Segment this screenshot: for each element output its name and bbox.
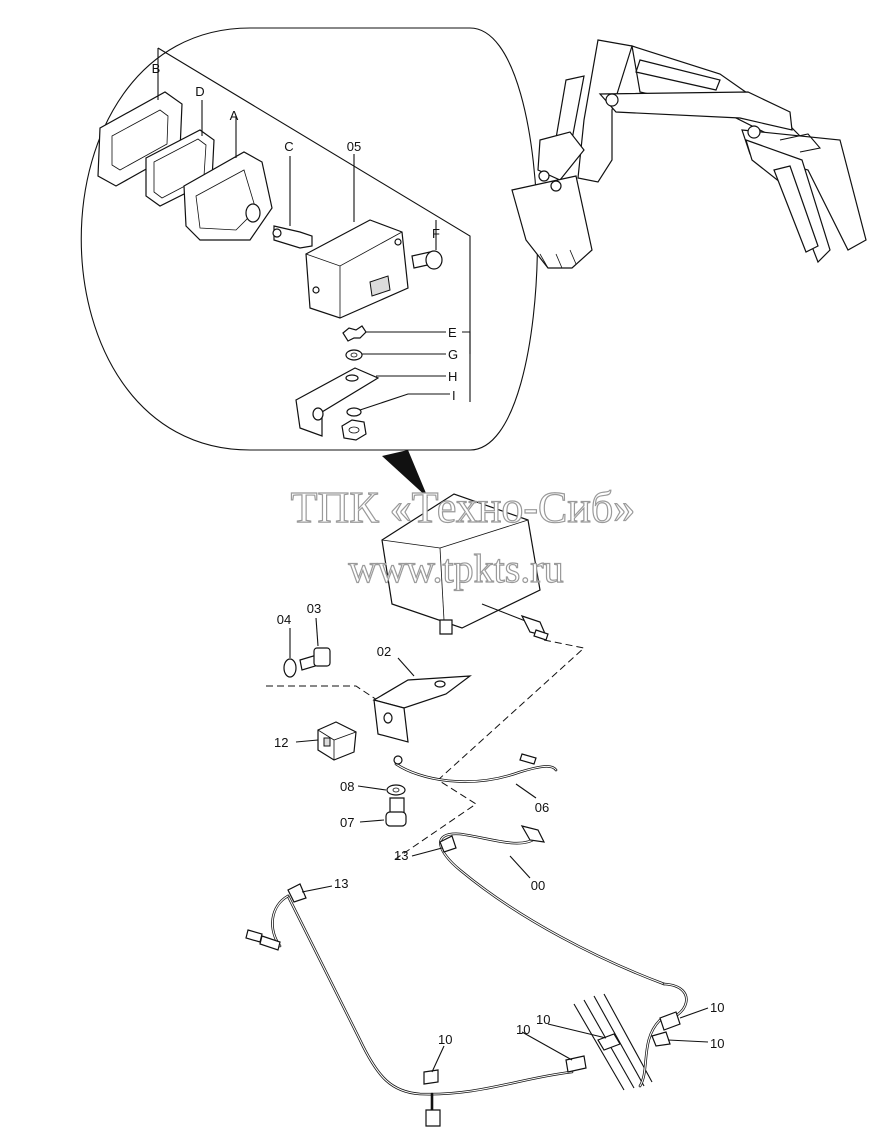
callout-05: 05 [347, 139, 361, 154]
lamp-bracket-h [295, 367, 380, 437]
detail-bubble [80, 27, 538, 498]
watermark-url: www.tpkts.ru [348, 546, 563, 591]
callout-13-upper: 13 [394, 848, 408, 863]
callout-12: 12 [274, 735, 288, 750]
harness-00 [439, 825, 666, 986]
callout-07: 07 [340, 815, 354, 830]
lamp-nut [341, 419, 367, 441]
callout-08: 08 [340, 779, 354, 794]
callout-10-right-upper: 10 [710, 1000, 724, 1015]
lamp-lens-a [183, 151, 273, 241]
rubber-block-12 [317, 721, 357, 761]
main-leaders [289, 617, 709, 1073]
lamp-starwasher-e [342, 325, 367, 342]
callout-f: F [432, 226, 440, 241]
callout-13-lower: 13 [334, 876, 348, 891]
bracket-02 [372, 675, 472, 743]
lamp-screw-f [411, 250, 443, 270]
light-connector [481, 603, 549, 641]
lamp-bulb-c [272, 225, 313, 249]
harness-06 [393, 753, 558, 783]
detail-leaders [157, 47, 471, 411]
callout-a: A [230, 108, 239, 123]
bolt-07 [385, 797, 407, 827]
dash-lines [266, 639, 586, 861]
callout-h: H [448, 369, 457, 384]
callout-10-bottom: 10 [438, 1032, 452, 1047]
watermark-company: ТПК «Техно-Сиб» [291, 483, 636, 532]
callout-02: 02 [377, 644, 391, 659]
washer-04 [283, 658, 297, 678]
washer-08 [386, 784, 406, 796]
callout-04: 04 [277, 612, 291, 627]
callout-06: 06 [535, 800, 549, 815]
bolt-03 [299, 647, 331, 671]
callout-g: G [448, 347, 458, 362]
callout-03: 03 [307, 601, 321, 616]
callout-i: I [452, 388, 456, 403]
callout-00: 00 [531, 878, 545, 893]
detail-pointer [382, 450, 428, 498]
harness-main [245, 883, 574, 1127]
callout-b: B [152, 61, 161, 76]
callout-e: E [448, 325, 457, 340]
callout-c: C [284, 139, 293, 154]
excavator-front [511, 39, 867, 269]
callout-10-bundle-upper: 10 [536, 1012, 550, 1027]
lamp-housing-05 [305, 219, 409, 319]
lamp-springwasher-i [346, 407, 362, 417]
callout-d: D [195, 84, 204, 99]
work-light [381, 493, 541, 635]
callout-10-right-lower: 10 [710, 1036, 724, 1051]
lamp-washer-g [345, 349, 363, 361]
callout-10-bundle-lower: 10 [516, 1022, 530, 1037]
hose-bundle [423, 982, 688, 1091]
